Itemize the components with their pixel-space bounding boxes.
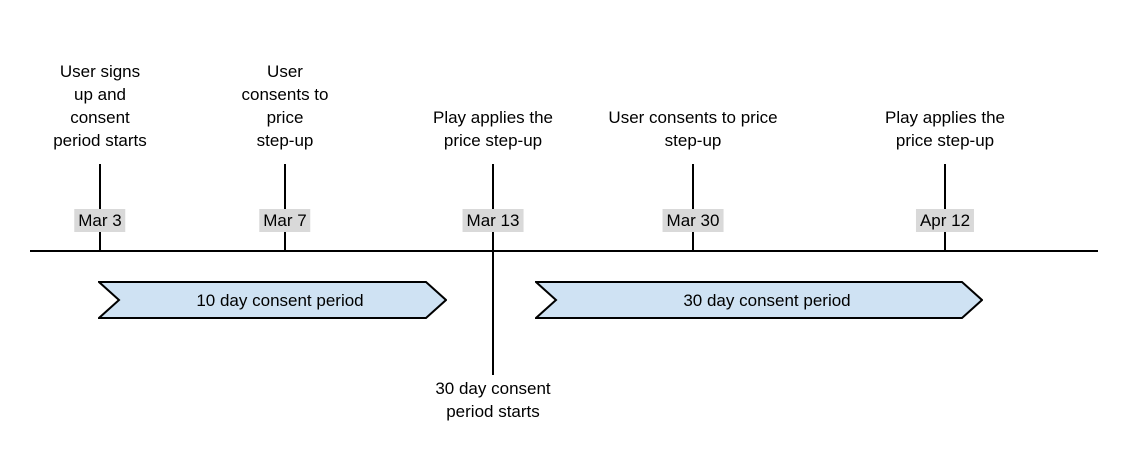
- date-badge-mar3: Mar 3: [74, 209, 126, 232]
- consent-period-10day-arrow: 10 day consent period: [98, 281, 447, 319]
- chevron-ribbon-shape: [98, 281, 447, 319]
- event-tick-apr12: [944, 164, 946, 251]
- consent-period-30day-label: 30 day consent period: [683, 291, 850, 310]
- date-badge-mar30: Mar 30: [662, 209, 724, 232]
- event-label-mar7: User consents to price step-up: [241, 62, 329, 150]
- date-badge-mar13: Mar 13: [462, 209, 524, 232]
- date-badge-apr12: Apr 12: [915, 209, 975, 232]
- event-label-mar13: Play applies the price step-up: [432, 108, 554, 150]
- event-label-mar30: User consents to price step-up: [608, 108, 778, 150]
- consent-period-10day-label: 10 day consent period: [196, 291, 363, 310]
- chevron-ribbon-shape: [535, 281, 983, 319]
- event-tick-mar30: [692, 164, 694, 251]
- note-30day-period-starts: 30 day consent period starts: [435, 379, 551, 421]
- event-tick-mar7: [284, 164, 286, 251]
- date-badge-mar7: Mar 7: [259, 209, 311, 232]
- consent-period-30day-arrow: 30 day consent period: [535, 281, 983, 319]
- event-label-apr12: Play applies the price step-up: [884, 108, 1006, 150]
- below-axis-tick-mar13: [492, 251, 494, 375]
- event-tick-mar13: [492, 164, 494, 251]
- event-label-mar3: User signs up and consent period starts: [53, 62, 147, 150]
- timeline-axis-line: [30, 250, 1098, 252]
- event-tick-mar3: [99, 164, 101, 251]
